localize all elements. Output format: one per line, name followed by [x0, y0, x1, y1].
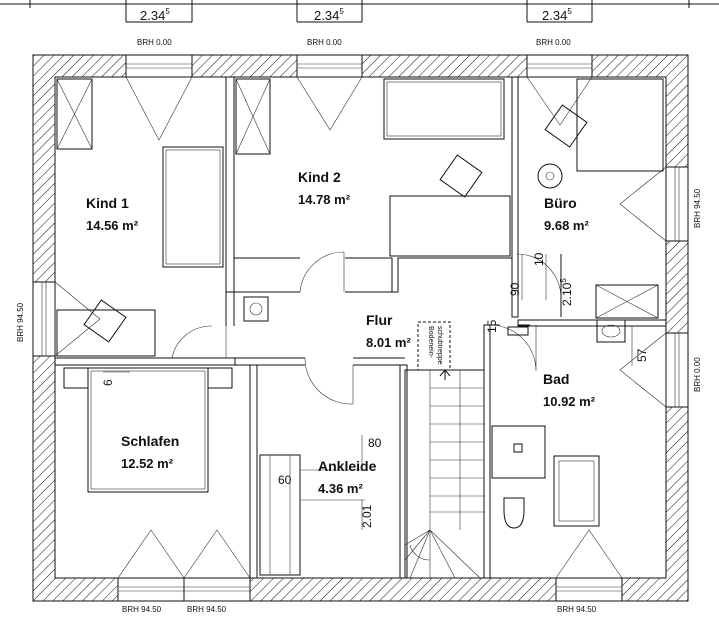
brh-label-top-1: BRH 0.00 — [137, 38, 172, 47]
kind1-furniture — [56, 146, 227, 359]
room-name-ankleide: Ankleide — [318, 458, 377, 474]
brh-label-bottom-1: BRH 94.50 — [122, 605, 162, 614]
top-dimension-chain: 2.345 2.345 2.345 — [0, 0, 719, 23]
room-area-buero: 9.68 m² — [544, 218, 589, 233]
dim-90: 90 — [508, 282, 522, 296]
bad-fixtures — [489, 319, 626, 529]
room-area-flur: 8.01 m² — [366, 335, 411, 350]
ankleide-furniture — [259, 454, 365, 576]
room-area-kind2: 14.78 m² — [298, 192, 351, 207]
room-name-kind1: Kind 1 — [86, 195, 129, 211]
room-name-schlafen: Schlafen — [121, 433, 179, 449]
wardrobes — [56, 78, 659, 319]
schlafen-furniture — [63, 367, 233, 493]
dimension-label-1: 2.345 — [140, 7, 170, 23]
room-area-ankleide: 4.36 m² — [318, 481, 363, 496]
room-area-kind1: 14.56 m² — [86, 218, 139, 233]
dim-57: 57 — [635, 348, 649, 362]
interior-walls — [54, 76, 667, 579]
dimension-label-3: 2.345 — [542, 7, 572, 23]
dim-door-height-1: 2.105 — [559, 278, 574, 306]
room-area-bad: 10.92 m² — [543, 394, 596, 409]
dim-80: 80 — [368, 436, 382, 450]
room-area-schlafen: 12.52 m² — [121, 456, 174, 471]
dimension-label-2: 2.345 — [314, 7, 344, 23]
exterior-walls — [32, 54, 689, 602]
door-dimensions: 90 10 2.105 15 57 6 80 60 2.01 — [101, 252, 649, 530]
brh-label-bottom-3: BRH 94.50 — [557, 605, 597, 614]
brh-label-right-1: BRH 94.50 — [693, 188, 702, 228]
brh-label-right-2: BRH 0.00 — [693, 357, 702, 392]
staircase — [404, 369, 485, 579]
dim-6: 6 — [101, 379, 115, 386]
dim-60: 60 — [278, 473, 292, 487]
window-swings — [54, 76, 667, 579]
kind2-furniture — [299, 78, 511, 293]
stair-label-line1: Bodenein- — [427, 326, 434, 359]
dim-15: 15 — [485, 319, 499, 333]
room-name-flur: Flur — [366, 312, 393, 328]
room-name-buero: Büro — [544, 195, 577, 211]
room-name-bad: Bad — [543, 371, 569, 387]
dim-10: 10 — [532, 252, 546, 266]
brh-label-top-3: BRH 0.00 — [536, 38, 571, 47]
dim-ankleide-height: 2.01 — [360, 504, 374, 528]
flur-details — [243, 296, 451, 405]
brh-label-top-2: BRH 0.00 — [307, 38, 342, 47]
brh-label-left: BRH 94.50 — [16, 302, 25, 342]
brh-label-bottom-2: BRH 94.50 — [187, 605, 227, 614]
stair-label-line2: schubtreppe — [436, 326, 443, 365]
buero-furniture — [516, 78, 664, 317]
room-name-kind2: Kind 2 — [298, 169, 341, 185]
